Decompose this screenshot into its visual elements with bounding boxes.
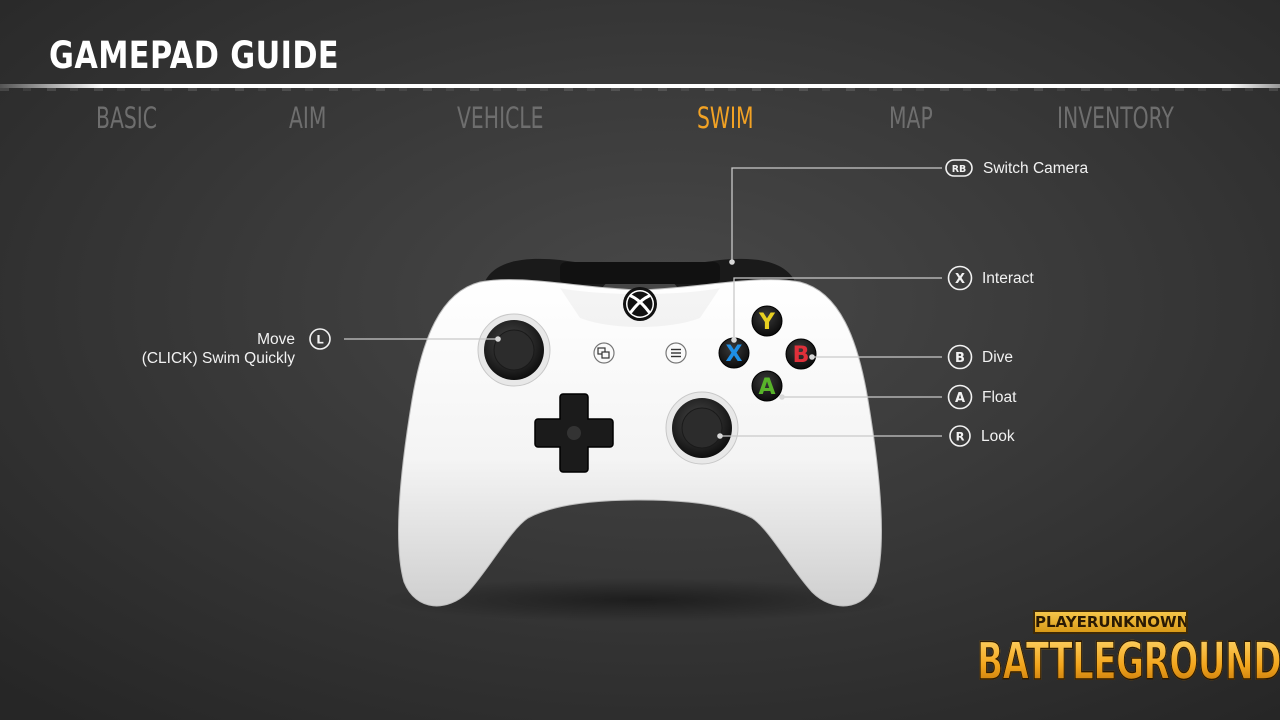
l-badge-icon: L: [309, 328, 331, 350]
svg-text:RB: RB: [952, 164, 967, 175]
rb-badge-icon: RB: [945, 159, 973, 177]
button-a: A: [751, 370, 783, 402]
callout-dots: [495, 259, 815, 439]
tab-aim[interactable]: AIM: [289, 101, 327, 135]
tab-swim[interactable]: SWIM: [697, 101, 754, 135]
label-float: Float: [982, 389, 1017, 406]
xbox-guide-icon: [623, 287, 657, 321]
svg-text:A: A: [955, 391, 965, 406]
button-y-label: Y: [758, 310, 776, 335]
button-x-label: X: [726, 342, 743, 367]
tab-map[interactable]: MAP: [889, 101, 933, 135]
game-logo: BATTLEGROUNDS: [977, 631, 1280, 693]
controller-body: [398, 279, 882, 607]
callout-lines: [344, 167, 942, 437]
a-badge-icon: A: [947, 384, 973, 410]
tab-basic[interactable]: BASIC: [96, 101, 158, 135]
controller-top-edge: [560, 262, 720, 284]
callout-line-x: [733, 277, 942, 340]
callout-line-rb: [731, 167, 942, 262]
menu-button-icon: [665, 342, 687, 364]
dpad: [534, 393, 614, 473]
page-title: GAMEPAD GUIDE: [49, 34, 340, 77]
title-divider: [0, 84, 1280, 91]
tab-inventory[interactable]: INVENTORY: [1057, 101, 1174, 135]
tab-vehicle[interactable]: VEHICLE: [457, 101, 544, 135]
r-badge-icon: R: [949, 425, 971, 447]
label-switch-camera: Switch Camera: [983, 160, 1089, 177]
logo-subtitle: PLAYERUNKNOWN'S: [1033, 610, 1188, 634]
button-x: X: [718, 337, 750, 369]
label-interact: Interact: [982, 270, 1034, 287]
svg-text:R: R: [956, 430, 965, 444]
view-button-icon: [593, 342, 615, 364]
svg-text:X: X: [955, 272, 965, 287]
svg-text:L: L: [316, 333, 324, 347]
button-b: B: [785, 338, 817, 370]
label-swim-quickly: (CLICK) Swim Quickly: [141, 350, 295, 367]
button-a-label: A: [758, 375, 775, 400]
x-badge-icon: X: [947, 265, 973, 291]
b-badge-icon: B: [947, 344, 973, 370]
button-b-label: B: [793, 343, 810, 368]
label-move: Move: [257, 331, 295, 348]
label-dive: Dive: [982, 349, 1014, 366]
button-y: Y: [751, 305, 783, 337]
svg-text:B: B: [955, 351, 965, 366]
controller-shadow: [380, 578, 900, 622]
label-look: Look: [981, 428, 1015, 445]
right-stick: [665, 391, 739, 465]
left-stick: [477, 313, 551, 387]
